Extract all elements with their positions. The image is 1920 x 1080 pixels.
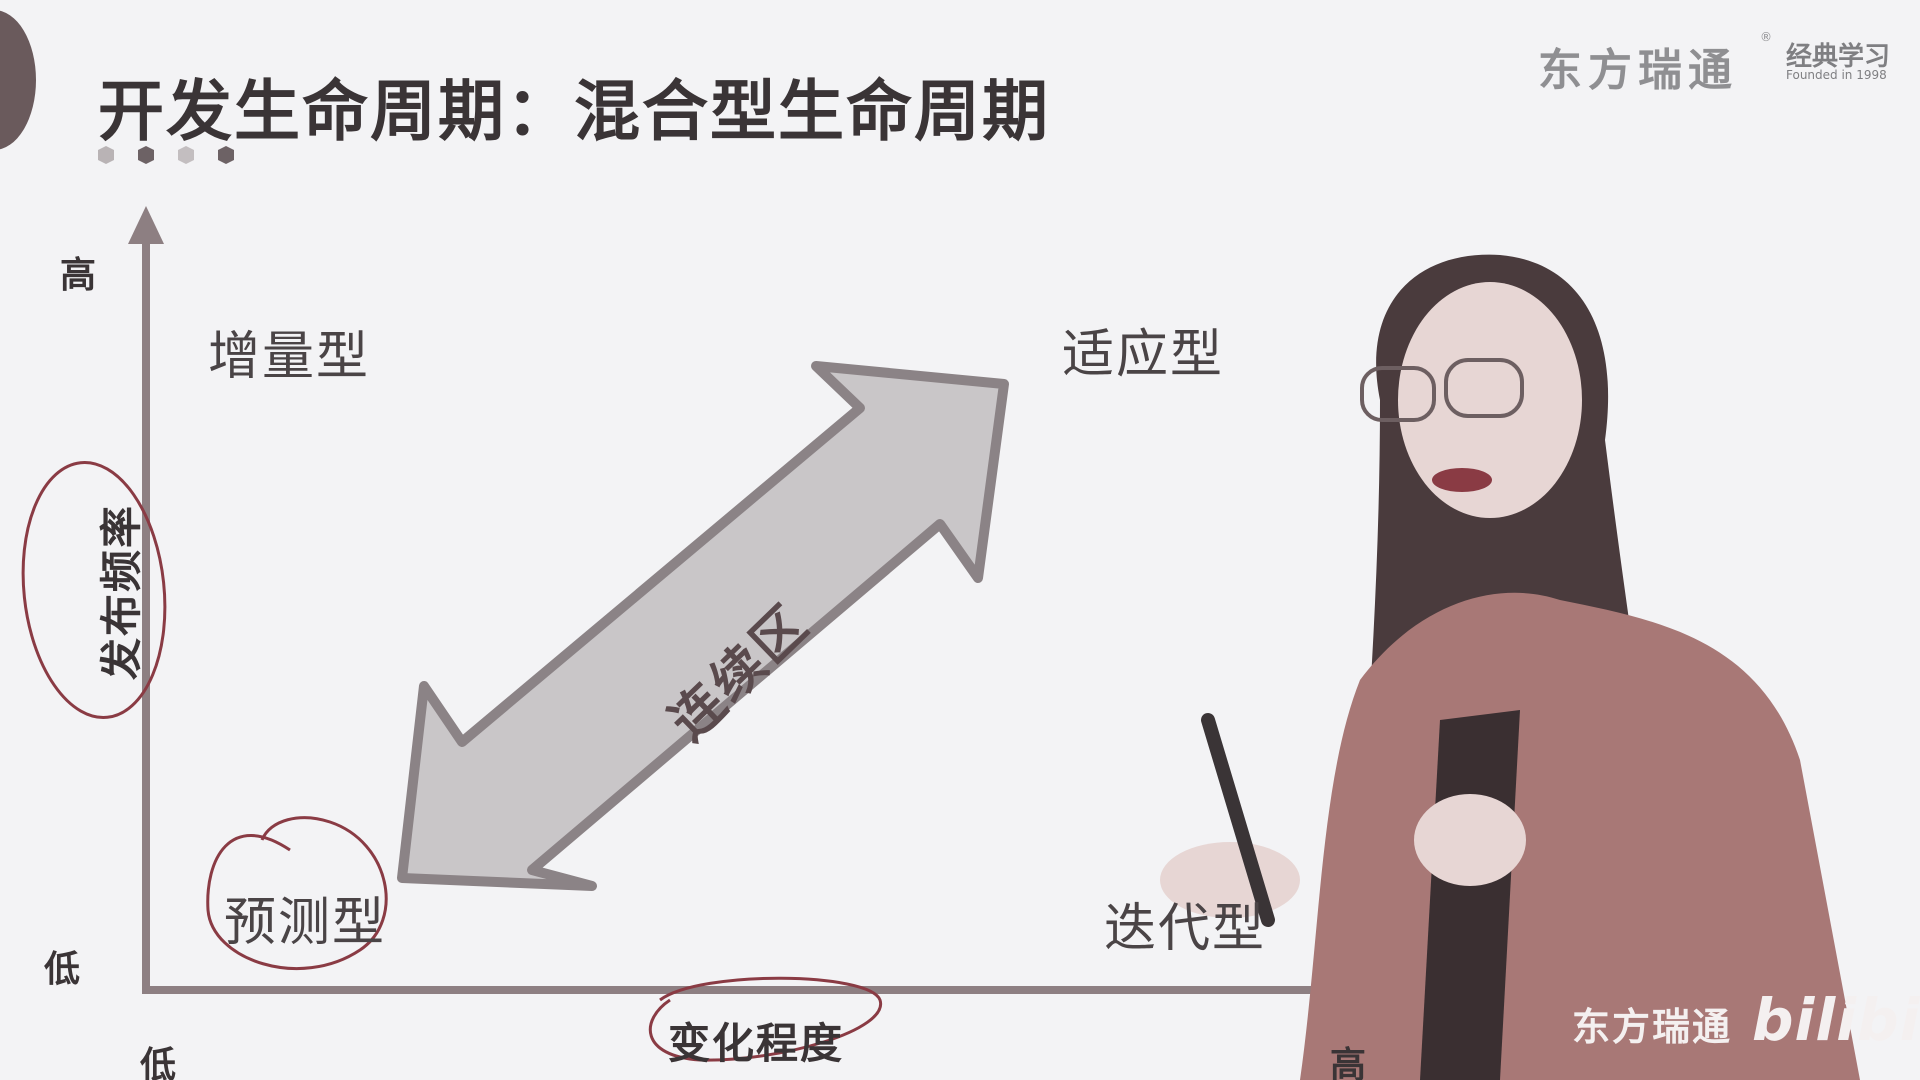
annotation-circle-predictive xyxy=(206,816,388,971)
x-axis-high-label: 高 xyxy=(1330,1045,1367,1080)
continuum-arrow xyxy=(397,361,1009,891)
hex-dot-1 xyxy=(98,146,114,164)
quadrant-adaptive: 适应型 xyxy=(1062,325,1225,385)
watermark-brand: 东方瑞通 xyxy=(1572,1005,1733,1049)
quadrant-predictive: 预测型 xyxy=(224,893,387,953)
y-axis-arrowhead xyxy=(128,206,164,244)
slide-title: 开发生命周期：混合型生命周期 xyxy=(98,73,1050,150)
presenter-glasses-left xyxy=(1360,366,1436,422)
presenter-figure xyxy=(1160,254,1860,1080)
x-axis-title: 变化程度 xyxy=(668,1019,845,1068)
presenter-glasses-right xyxy=(1444,358,1524,418)
quadrant-incremental: 增量型 xyxy=(208,327,371,387)
hex-dot-4 xyxy=(218,146,234,164)
presenter-face xyxy=(1398,282,1582,518)
presenter-hand-right xyxy=(1414,794,1526,886)
brand-name: 东方瑞通 xyxy=(1538,45,1738,96)
quadrant-iterative: 迭代型 xyxy=(1104,899,1267,959)
logo-text: 经典学习 xyxy=(1786,42,1891,72)
title-dots xyxy=(98,146,234,164)
hex-dot-3 xyxy=(178,146,194,164)
logo-subtext: Founded in 1998 xyxy=(1786,68,1887,82)
presenter-mouth xyxy=(1432,468,1492,492)
y-axis-high-label: 高 xyxy=(60,255,97,296)
y-axis-low-label: 低 xyxy=(44,949,81,990)
annotation-circle-y-label xyxy=(21,460,167,720)
x-axis-low-label: 低 xyxy=(140,1045,177,1080)
annotation-circle-x-label xyxy=(648,976,882,1062)
y-axis-title: 发布频率 xyxy=(97,503,146,680)
presenter-pen xyxy=(1201,713,1275,927)
bilibili-logo: bilibili xyxy=(1752,986,1920,1054)
hex-dot-2 xyxy=(138,146,154,164)
brand-registered-mark: ® xyxy=(1760,30,1772,44)
